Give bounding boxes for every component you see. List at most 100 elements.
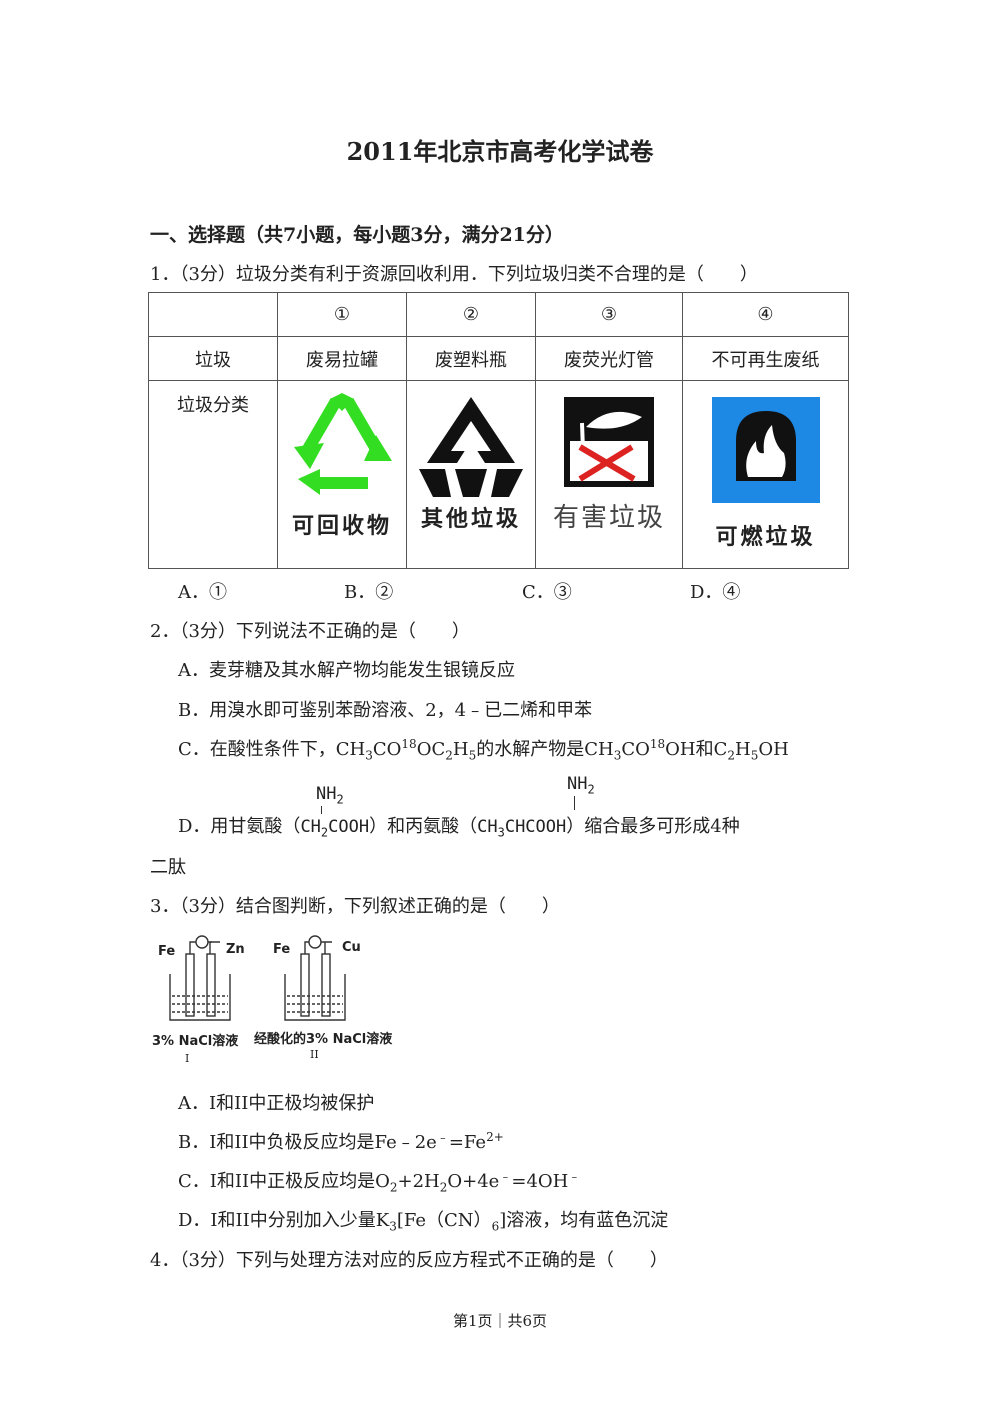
combustible-cell: 可燃垃圾: [682, 380, 849, 569]
text-run: ）缩合最多可形成4种: [566, 816, 740, 837]
text-run: B．I和II中负极反应均是Fe﹣2e: [178, 1132, 437, 1153]
text-run: OH和C: [665, 739, 728, 760]
text-run: D．I和II中分别加入少量K: [178, 1210, 390, 1231]
subscript: 5: [750, 748, 759, 763]
waste-item: 废易拉罐: [277, 336, 407, 381]
text-run: [Fe（CN）: [396, 1210, 492, 1231]
text-run: CO: [621, 739, 650, 760]
text-run: C．在酸性条件下，CH: [178, 739, 366, 760]
text-run: ）和丙氨酸（: [369, 816, 478, 837]
hazardous-cell: 有害垃圾: [535, 380, 683, 569]
text-run: CH: [477, 817, 498, 837]
text-run: COOH: [328, 817, 370, 837]
superscript: 18: [401, 737, 417, 751]
caption-recyclable: 可回收物: [291, 514, 392, 539]
superscript: ﹣: [436, 1130, 449, 1144]
q1-option-d[interactable]: D．④: [690, 582, 741, 603]
caption-combustible: 可燃垃圾: [715, 525, 816, 550]
superscript: 2+: [486, 1130, 504, 1144]
q3-stem: 3．（3分）结合图判断，下列叙述正确的是（ ）: [150, 896, 560, 917]
table-header-cell: ③: [535, 292, 683, 337]
subscript: 2: [727, 748, 736, 763]
text-run: CH: [300, 817, 321, 837]
subscript: 6: [491, 1219, 500, 1234]
text-run: =Fe: [448, 1132, 487, 1153]
q3-option-b[interactable]: B．I和II中负极反应均是Fe﹣2e﹣=Fe2+: [178, 1128, 504, 1154]
row-label-waste: 垃圾: [148, 336, 278, 381]
text-run: ]溶液，均有蓝色沉淀: [499, 1210, 669, 1231]
cell2-electrode-left: Fe: [273, 942, 291, 957]
caption-hazardous: 有害垃圾: [552, 503, 665, 533]
cell2-solution-label: 经酸化的3% NaCl溶液: [254, 1032, 393, 1047]
waste-item: 废荧光灯管: [535, 336, 683, 381]
q1-option-a[interactable]: A．①: [178, 582, 227, 603]
cells-diagram: [169, 935, 346, 1021]
text-run: C．I和II中正极反应均是O: [178, 1171, 390, 1192]
subscript: 2: [336, 792, 344, 807]
q2-option-d-wrap: 二肽: [150, 857, 186, 878]
text-run: CHCOOH: [504, 817, 567, 837]
q3-option-d[interactable]: D．I和II中分别加入少量K3[Fe（CN）6]溶液，均有蓝色沉淀: [178, 1206, 668, 1234]
text-run: D．用甘氨酸（: [178, 816, 301, 837]
subscript: 2: [389, 1180, 398, 1195]
table-header-cell: ④: [682, 292, 849, 337]
text-run: H: [452, 739, 469, 760]
q1-option-b[interactable]: B．②: [344, 582, 394, 603]
row-label-category: 垃圾分类: [148, 380, 278, 569]
subscript: 3: [497, 825, 505, 840]
cell1-roman: I: [185, 1052, 190, 1065]
text-run: =4OH: [511, 1171, 569, 1192]
superscript: ﹣: [568, 1169, 581, 1183]
q2-option-a[interactable]: A．麦芽糖及其水解产物均能发生银镜反应: [178, 660, 515, 681]
q4-stem: 4．（3分）下列与处理方法对应的反应方程式不正确的是（ ）: [150, 1250, 668, 1271]
q2-option-b[interactable]: B．用溴水即可鉴别苯酚溶液、2，4﹣已二烯和甲苯: [178, 700, 593, 721]
text-run: O+4e: [447, 1171, 500, 1192]
electrochemistry-figure: Fe Zn Fe Cu 3% NaCl溶液 经酸化的3% NaCl溶液 I II: [150, 934, 420, 1069]
waste-item: 不可再生废纸: [682, 336, 849, 381]
q2-option-c[interactable]: C．在酸性条件下，CH3CO18OC2H5的水解产物是CH3CO18OH和C2H…: [178, 735, 789, 763]
cell2-electrode-right: Cu: [342, 940, 361, 955]
text-run: H: [735, 739, 751, 760]
section-heading: 一、选择题（共7小题，每小题3分，满分21分）: [150, 224, 564, 246]
glycine-formula: CH2COOH: [300, 817, 370, 839]
page-title: 2011年北京市高考化学试卷: [346, 137, 654, 166]
table-header-cell: ①: [277, 292, 407, 337]
subscript: 2: [439, 1180, 448, 1195]
bond-line: [574, 796, 575, 810]
q1-stem: 1．（3分）垃圾分类有利于资源回收利用．下列垃圾归类不合理的是（ ）: [150, 264, 758, 285]
q3-option-c[interactable]: C．I和II中正极反应均是O2+2H2O+4e﹣=4OH﹣: [178, 1167, 580, 1195]
subscript: 2: [587, 782, 595, 797]
glycine-nh2: NH2: [316, 784, 344, 806]
q1-option-c[interactable]: C．③: [522, 582, 572, 603]
q3-option-a[interactable]: A．I和II中正极均被保护: [178, 1093, 375, 1114]
subscript: 3: [389, 1219, 397, 1234]
cell2-roman: II: [310, 1048, 319, 1061]
q1-table: ① ② ③ ④ 垃圾 废易拉罐 废塑料瓶 废荧光灯管 不可再生废纸 垃圾分类 可: [148, 292, 849, 569]
cell1-electrode-right: Zn: [226, 942, 245, 957]
hazardous-icon: [564, 397, 654, 487]
superscript: 18: [649, 737, 666, 751]
text-run: 的水解产物是CH: [476, 739, 614, 760]
alanine-nh2: NH2: [567, 774, 595, 796]
cell1-electrode-left: Fe: [158, 944, 176, 959]
caption-other: 其他垃圾: [420, 507, 521, 532]
cell1-solution-label: 3% NaCl溶液: [152, 1034, 239, 1049]
recyclable-cell: 可回收物: [277, 380, 407, 569]
recycle-icon: [294, 393, 392, 495]
waste-item: 废塑料瓶: [406, 336, 536, 381]
table-header-cell: [148, 292, 278, 337]
subscript: 2: [445, 748, 453, 763]
other-waste-icon: [419, 397, 523, 497]
superscript: ﹣: [499, 1169, 512, 1183]
text-run: NH: [567, 774, 588, 794]
subscript: 3: [613, 748, 622, 763]
text-run: +2H: [397, 1171, 440, 1192]
text-run: OH: [758, 739, 789, 760]
subscript: 5: [468, 748, 477, 763]
text-run: NH: [316, 784, 337, 804]
bond-line: [321, 806, 322, 814]
q2-stem: 2．（3分）下列说法不正确的是（ ）: [150, 621, 470, 642]
table-header-cell: ②: [406, 292, 536, 337]
q2-option-d[interactable]: D．用甘氨酸（CH2COOH）和丙氨酸（CH3CHCOOH）缩合最多可形成4种: [178, 812, 740, 839]
alanine-formula: CH3CHCOOH: [477, 817, 567, 840]
